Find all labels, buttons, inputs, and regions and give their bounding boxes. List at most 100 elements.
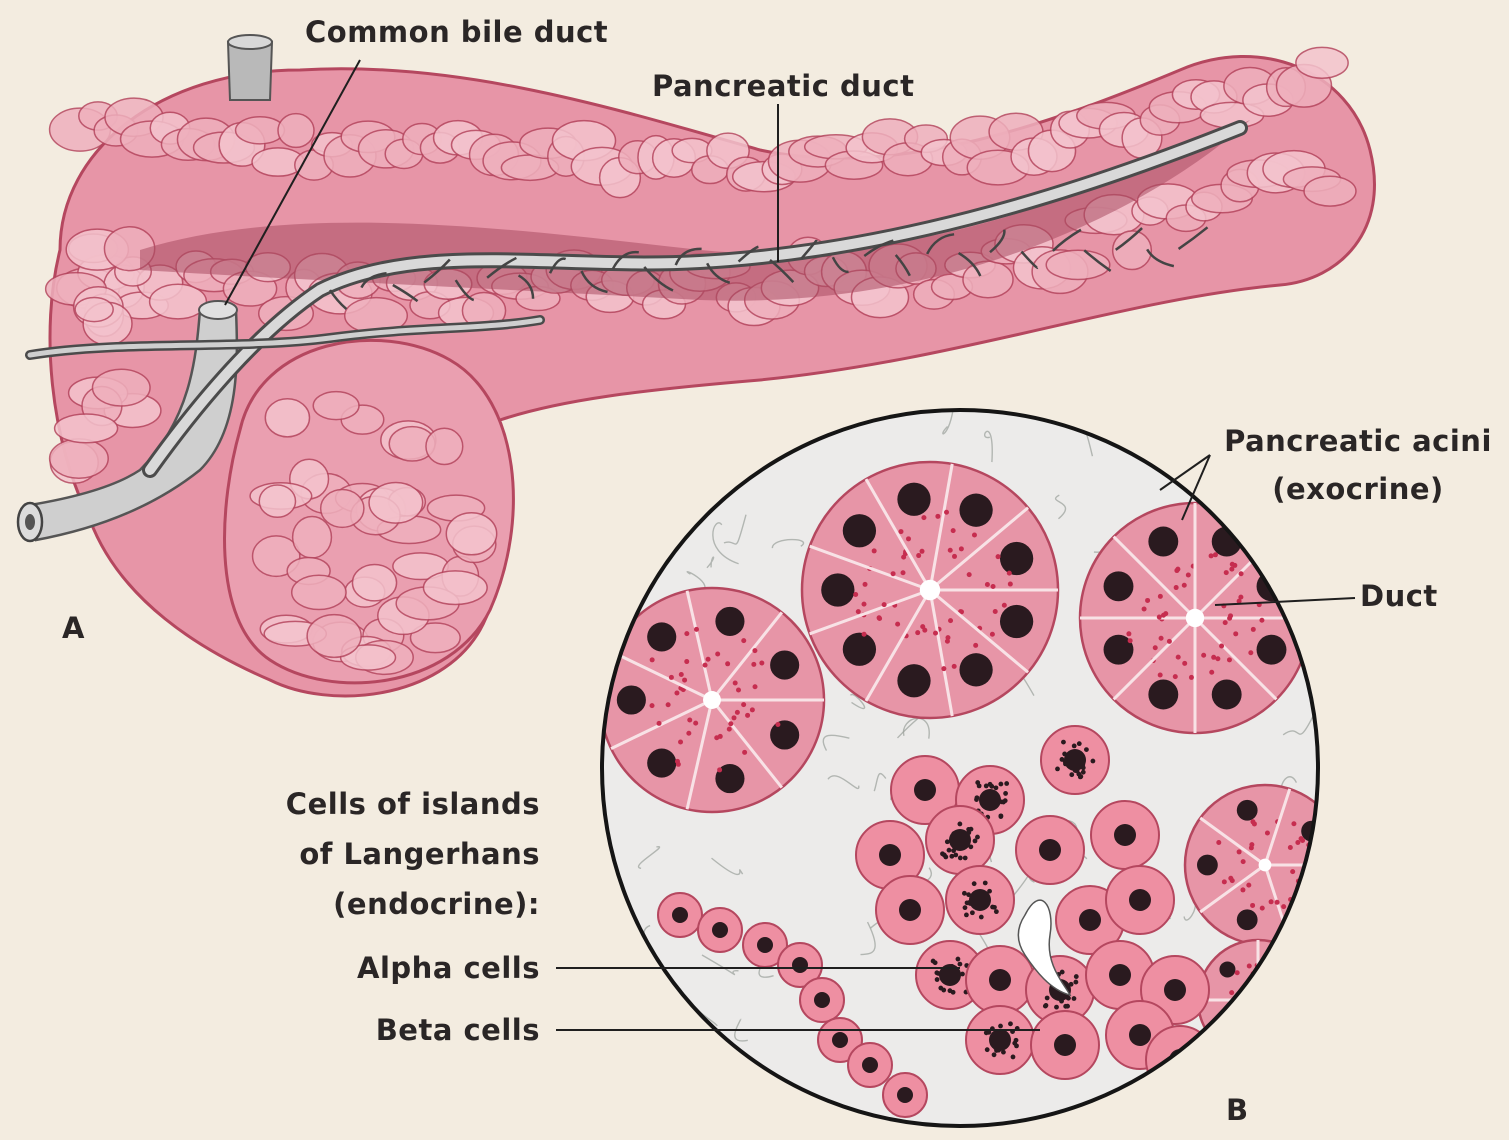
zymogen-granule [753, 684, 758, 689]
zymogen-granule [1269, 984, 1274, 989]
zymogen-granule [915, 630, 920, 635]
granule [998, 1024, 1003, 1029]
cell-body [1146, 1026, 1214, 1094]
zymogen-granule [1237, 849, 1242, 854]
zymogen-granule [751, 662, 756, 667]
islet-cell [1031, 1011, 1099, 1079]
stroma-fibre [632, 557, 641, 576]
granule [1081, 770, 1086, 775]
zymogen-granule [715, 651, 720, 656]
zymogen-granule [898, 529, 903, 534]
zymogen-granule [996, 554, 1001, 559]
zymogen-granule [1235, 1013, 1240, 1018]
label-islands-line3: (endocrine): [240, 888, 540, 921]
label-duct: Duct [1360, 580, 1438, 613]
islet-cell [1091, 801, 1159, 869]
lobule [75, 297, 113, 321]
lobule [423, 571, 487, 605]
nucleus [1301, 888, 1322, 909]
nucleus [1079, 909, 1101, 931]
zymogen-granule [1250, 903, 1255, 908]
zymogen-granule [856, 609, 861, 614]
nucleus [989, 969, 1011, 991]
zymogen-granule [706, 657, 711, 662]
granule [1069, 772, 1074, 777]
zymogen-granule [959, 546, 964, 551]
granule [1014, 1038, 1019, 1043]
zymogen-granule [1153, 645, 1158, 650]
label-common-bile-duct: Common bile duct [305, 16, 608, 49]
zymogen-granule [687, 718, 692, 723]
nucleus [1064, 749, 1086, 771]
granule [1004, 781, 1009, 786]
acinus [1198, 940, 1318, 1060]
nucleus [959, 494, 992, 527]
nucleus [1109, 964, 1131, 986]
nucleus [1148, 527, 1178, 557]
islet-cell [1016, 816, 1084, 884]
granule [1055, 767, 1060, 772]
nucleus [1212, 680, 1242, 710]
granule [958, 856, 963, 861]
zymogen-granule [972, 532, 977, 537]
zymogen-granule [1222, 879, 1227, 884]
nucleus [715, 607, 744, 636]
granule [1074, 974, 1079, 979]
zymogen-granule [891, 571, 896, 576]
zymogen-granule [1249, 842, 1254, 847]
zymogen-granule [1167, 639, 1172, 644]
zymogen-granule [1182, 661, 1187, 666]
duct-cell [883, 1073, 927, 1117]
nucleus [1237, 909, 1258, 930]
granule [931, 959, 936, 964]
granule [949, 854, 954, 859]
nucleus [989, 1029, 1011, 1051]
zymogen-granule [872, 548, 877, 553]
granule [970, 910, 975, 915]
zymogen-granule [1182, 583, 1187, 588]
zymogen-granule [1238, 595, 1243, 600]
granule [958, 962, 963, 967]
zymogen-granule [1228, 876, 1233, 881]
granule [1084, 747, 1089, 752]
zymogen-granule [759, 661, 764, 666]
stroma-fibre [632, 473, 663, 497]
nucleus [792, 957, 808, 973]
zymogen-granule [1241, 859, 1246, 864]
zymogen-granule [1008, 582, 1013, 587]
zymogen-granule [1295, 840, 1300, 845]
label-panel-b: B [1226, 1094, 1249, 1127]
zymogen-granule [736, 688, 741, 693]
zymogen-granule [1216, 840, 1221, 845]
zymogen-granule [1259, 618, 1264, 623]
zymogen-granule [882, 602, 887, 607]
zymogen-granule [1232, 1027, 1237, 1032]
zymogen-granule [657, 721, 662, 726]
zymogen-granule [1235, 970, 1240, 975]
nucleus [1148, 680, 1178, 710]
nucleus [617, 685, 646, 714]
zymogen-granule [1247, 963, 1252, 968]
zymogen-granule [1209, 553, 1214, 558]
zymogen-granule [945, 639, 950, 644]
nucleus [1164, 979, 1186, 1001]
nucleus [1219, 1023, 1235, 1039]
zymogen-granule [684, 659, 689, 664]
lobule [259, 485, 295, 517]
nucleus [1054, 1034, 1076, 1056]
lobule [92, 369, 150, 406]
zymogen-granule [1288, 845, 1293, 850]
zymogen-granule [742, 750, 747, 755]
zymogen-granule [1279, 1007, 1284, 1012]
lobule [293, 516, 332, 557]
nucleus [1039, 839, 1061, 861]
zymogen-granule [1189, 675, 1194, 680]
granule [1078, 774, 1083, 779]
zymogen-granule [1255, 1021, 1260, 1026]
zymogen-granule [1229, 990, 1234, 995]
lobule [1296, 47, 1348, 78]
zymogen-granule [1209, 670, 1214, 675]
lobule [1304, 176, 1356, 206]
